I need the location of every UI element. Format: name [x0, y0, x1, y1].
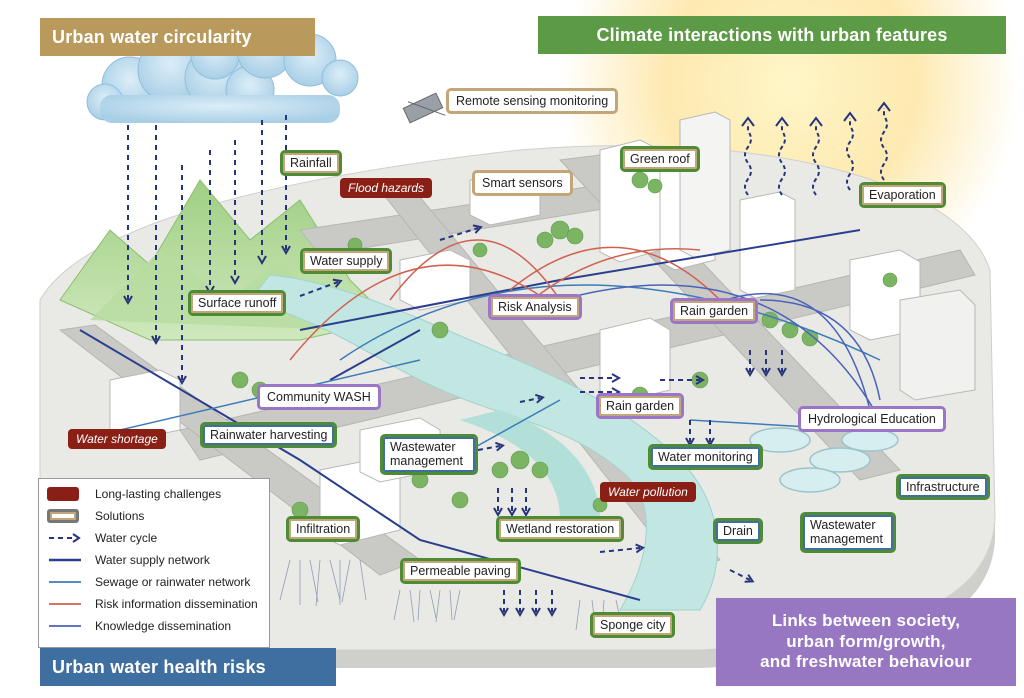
solution-sponge-city: Sponge city [590, 612, 676, 639]
solution-drain: Drain [713, 518, 763, 545]
infiltration-roots [279, 559, 623, 633]
river [249, 274, 718, 611]
solution-smart-sensors: Smart sensors [472, 170, 573, 197]
panel-title-links-line-1: Links between society, [771, 610, 961, 630]
solution-evaporation: Evaporation [859, 182, 946, 209]
solution-rain-garden-mid: Rain garden [596, 393, 685, 420]
challenge-flood-hazards: Flood hazards [340, 178, 433, 198]
legend-water-cycle-icon [49, 533, 81, 543]
solution-wetland-restoration: Wetland restoration [496, 516, 625, 543]
legend-item-challenges: Long-lasting challenges [47, 483, 261, 505]
legend-item-solutions: Solutions [47, 505, 261, 527]
solution-green-roof: Green roof [620, 146, 700, 173]
satellite-icon [402, 92, 446, 124]
challenge-water-pollution: Water pollution [600, 482, 696, 502]
legend-label: Solutions [95, 509, 145, 523]
legend-knowledge-line [49, 625, 81, 627]
legend-label: Water supply network [95, 553, 210, 567]
solution-community-wash: Community WASH [257, 384, 381, 411]
panel-title-links-line-3: and freshwater behaviour [760, 652, 972, 672]
panel-title-links-line-2: urban form/growth, [786, 631, 946, 651]
legend-risk-line [49, 603, 81, 605]
solution-remote-sensing: Remote sensing monitoring [446, 88, 619, 115]
legend-label: Risk information dissemination [95, 597, 258, 611]
legend-item-water-cycle: Water cycle [47, 527, 261, 549]
solution-hydrological-education: Hydrological Education [798, 406, 946, 433]
solution-water-monitoring: Water monitoring [648, 444, 763, 471]
legend-label: Long-lasting challenges [95, 487, 222, 501]
solution-infrastructure: Infrastructure [896, 474, 990, 501]
solution-wastewater-management-left: Wastewater management [380, 434, 478, 475]
legend-label: Sewage or rainwater network [95, 575, 251, 589]
solution-water-supply: Water supply [300, 248, 393, 275]
legend-item-knowledge-dissemination: Knowledge dissemination [47, 615, 261, 637]
risk-dissemination-arcs [289, 239, 721, 361]
treatment-tanks [749, 427, 899, 493]
solution-risk-analysis: Risk Analysis [488, 294, 582, 321]
legend-item-risk-dissemination: Risk information dissemination [47, 593, 261, 615]
solution-rainwater-harvesting: Rainwater harvesting [200, 422, 338, 449]
panel-title-urban-water-circularity: Urban water circularity [40, 18, 315, 56]
solution-rainfall: Rainfall [280, 150, 342, 177]
water-cycle-arrows [299, 224, 787, 618]
legend-challenge-swatch [47, 487, 85, 501]
panel-title-urban-water-health-risks: Urban water health risks [40, 648, 336, 686]
solution-surface-runoff: Surface runoff [188, 290, 287, 317]
legend-label: Knowledge dissemination [95, 619, 232, 633]
legend: Long-lasting challenges Solutions Water … [38, 478, 270, 648]
legend-item-supply-network: Water supply network [47, 549, 261, 571]
solution-wastewater-management-right: Wastewater management [800, 512, 896, 553]
panel-title-climate-interactions: Climate interactions with urban features [538, 16, 1006, 54]
legend-supply-line [49, 558, 81, 562]
challenge-water-shortage: Water shortage [68, 429, 166, 449]
rainfall-arrows [123, 115, 291, 386]
solution-rain-garden-top: Rain garden [670, 298, 759, 325]
solution-infiltration: Infiltration [286, 516, 361, 543]
solution-permeable-paving: Permeable paving [400, 558, 521, 585]
panel-title-links-society: Links between society, urban form/growth… [716, 598, 1016, 686]
evaporation-arrows [744, 108, 888, 196]
legend-sewage-line [49, 581, 81, 583]
evaporation-arrowheads [741, 101, 891, 127]
legend-solution-swatch [47, 509, 85, 523]
legend-label: Water cycle [95, 531, 158, 545]
legend-item-sewage-network: Sewage or rainwater network [47, 571, 261, 593]
